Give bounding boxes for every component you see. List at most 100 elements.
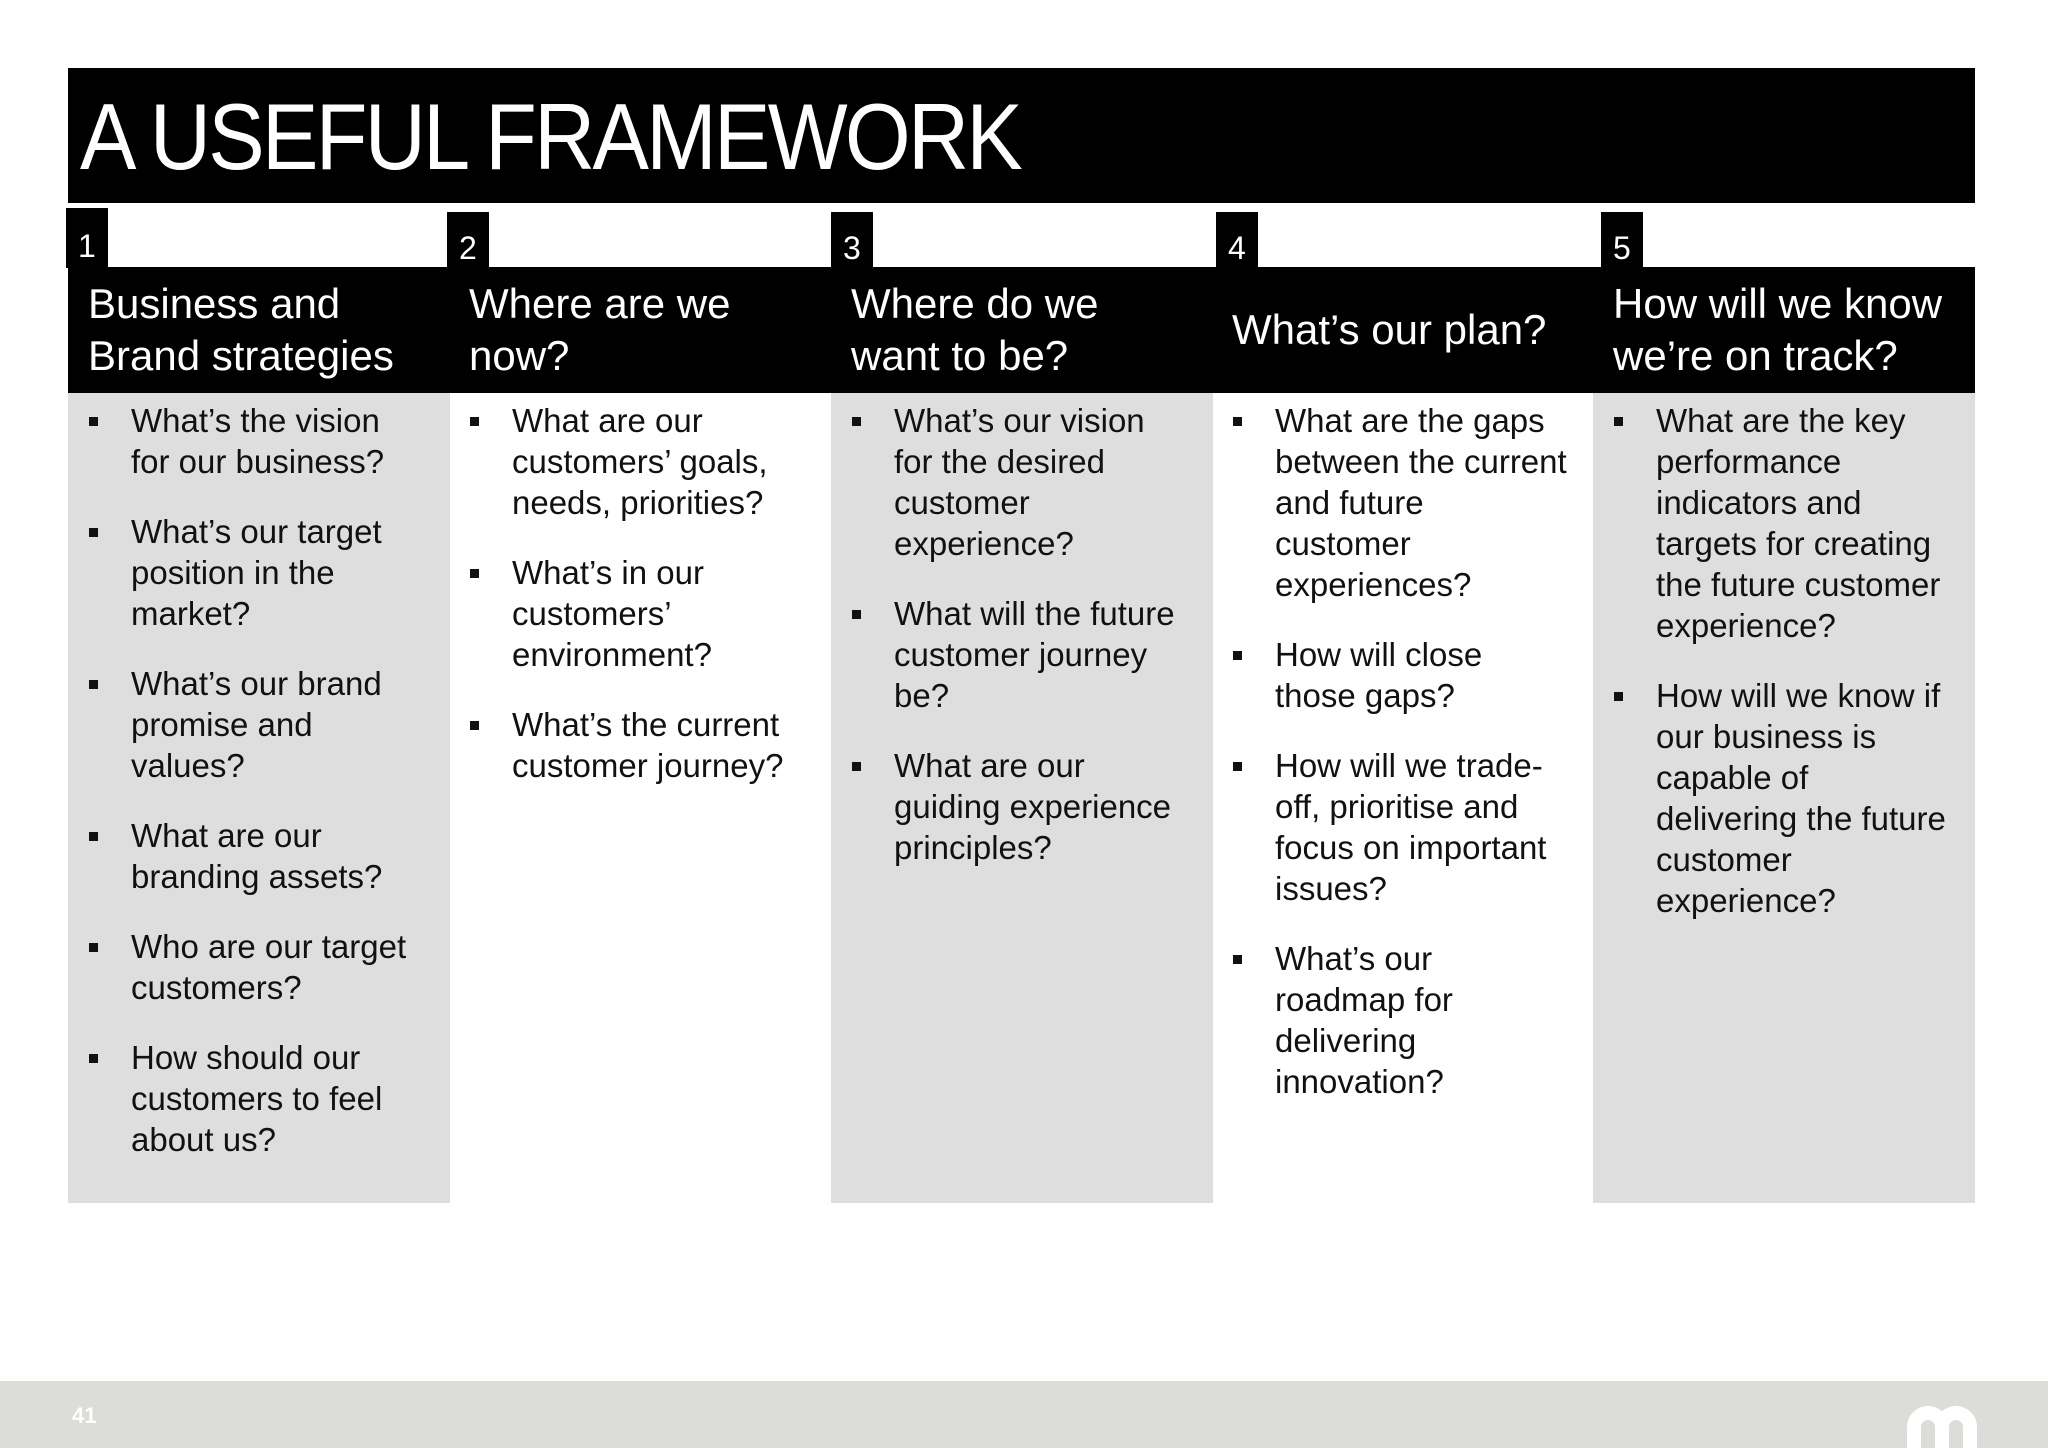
- bullet-item: What’s in our customers’ environment?: [449, 552, 831, 675]
- bullet-line: environment?: [512, 636, 712, 673]
- bullet-line: the future customer: [1656, 566, 1941, 603]
- bullet-line: Who are our target: [131, 928, 407, 965]
- step-number-tab-1: 1: [66, 208, 108, 268]
- step-number-tab-4: 4: [1216, 212, 1258, 267]
- bullet-line: branding assets?: [131, 858, 383, 895]
- bullet-item: What are our branding assets?: [68, 815, 450, 897]
- bullet-line: customer: [1656, 841, 1792, 878]
- bullet-line: customers?: [131, 969, 302, 1006]
- bullet-line: focus on important: [1275, 829, 1547, 866]
- bullet-line: delivering the future: [1656, 800, 1946, 837]
- column-2-bullet-list: What are our customers’ goals, needs, prio…: [449, 400, 831, 815]
- heading-line: Brand strategies: [88, 332, 394, 379]
- bullet-line: experience?: [1656, 607, 1836, 644]
- column-3-bullet-list: What’s our vision for the desired customer…: [831, 400, 1213, 897]
- bullet-item: What’s our vision for the desired customer…: [831, 400, 1213, 564]
- title-bar: A USEFUL FRAMEWORK: [68, 68, 1975, 203]
- bullet-item: What’s our brand promise and values?: [68, 663, 450, 786]
- bullet-line: targets for creating: [1656, 525, 1932, 562]
- footer: 41: [0, 1381, 2048, 1448]
- bullet-line: our business is: [1656, 718, 1877, 755]
- bullet-line: guiding experience: [894, 788, 1172, 825]
- bullet-line: capable of: [1656, 759, 1809, 796]
- bullet-line: values?: [131, 747, 245, 784]
- bullet-item: Who are our target customers?: [68, 926, 450, 1008]
- bullet-line: What’s in our: [512, 554, 704, 591]
- bullet-line: those gaps?: [1275, 677, 1455, 714]
- column-heading-text: Where do we want to be?: [851, 278, 1098, 382]
- column-heading-4: What’s our plan?: [1212, 267, 1594, 393]
- column-5-bullet-list: What are the key performance indicators an…: [1593, 400, 1975, 950]
- bullet-line: roadmap for: [1275, 981, 1453, 1018]
- bullet-line: market?: [131, 595, 251, 632]
- bullet-line: between the current: [1275, 443, 1567, 480]
- bullet-item: What are our guiding experience principles…: [831, 745, 1213, 868]
- heading-line: Where do we: [851, 280, 1099, 327]
- bullet-item: What are our customers’ goals, needs, prio…: [449, 400, 831, 523]
- bullet-line: promise and: [131, 706, 313, 743]
- bullet-line: experiences?: [1275, 566, 1472, 603]
- step-number: 1: [78, 228, 96, 264]
- bullet-line: principles?: [894, 829, 1052, 866]
- bullet-line: What’s our brand: [131, 665, 382, 702]
- column-heading-text: Where are we now?: [469, 278, 730, 382]
- column-3-background: [831, 393, 1213, 1203]
- bullet-line: customer: [894, 484, 1030, 521]
- bullet-item: How will we know if our business is capabl…: [1593, 675, 1975, 921]
- bullet-line: customers to feel: [131, 1080, 383, 1117]
- bullet-line: for the desired: [894, 443, 1105, 480]
- heading-line: What’s our plan?: [1232, 306, 1547, 353]
- bullet-line: delivering: [1275, 1022, 1417, 1059]
- bullet-line: for our business?: [131, 443, 385, 480]
- bullet-line: What’s the current: [512, 706, 780, 743]
- column-4-bullet-list: What are the gaps between the current and …: [1212, 400, 1594, 1131]
- bullet-line: What are our: [894, 747, 1085, 784]
- bullet-line: performance: [1656, 443, 1842, 480]
- step-number: 3: [843, 230, 861, 266]
- bullet-line: customers’: [512, 595, 672, 632]
- bullet-line: needs, priorities?: [512, 484, 764, 521]
- step-number: 5: [1613, 230, 1631, 266]
- bullet-line: How will close: [1275, 636, 1483, 673]
- bullet-line: What will the future: [894, 595, 1175, 632]
- header-bar: [68, 267, 1975, 393]
- step-number-tab-3: 3: [831, 212, 873, 267]
- column-heading-3: Where do we want to be?: [831, 267, 1213, 393]
- bullet-line: How will we trade-: [1275, 747, 1543, 784]
- step-number: 4: [1228, 230, 1246, 266]
- bullet-item: What are the key performance indicators an…: [1593, 400, 1975, 646]
- column-heading-text: What’s our plan?: [1232, 304, 1546, 356]
- column-5-background: [1593, 393, 1975, 1203]
- column-1-background: [68, 393, 450, 1203]
- bullet-item: How will we trade-off, prioritise and foc…: [1212, 745, 1594, 909]
- heading-line: Where are we: [469, 280, 731, 327]
- bullet-item: How will close those gaps?: [1212, 634, 1594, 716]
- step-number: 2: [459, 230, 477, 266]
- step-number-tab-2: 2: [447, 212, 489, 267]
- bullet-line: How should our: [131, 1039, 361, 1076]
- heading-line: want to be?: [851, 332, 1069, 379]
- bullet-line: indicators and: [1656, 484, 1862, 521]
- heading-line: now?: [469, 332, 570, 379]
- bullet-line: customer: [1275, 525, 1411, 562]
- bullet-line: What are our: [131, 817, 322, 854]
- bullet-line: What are the key: [1656, 402, 1906, 439]
- bullet-line: What are our: [512, 402, 703, 439]
- bullet-line: What are the gaps: [1275, 402, 1545, 439]
- bullet-line: customers’ goals,: [512, 443, 768, 480]
- step-number-tab-5: 5: [1601, 212, 1643, 267]
- bullet-line: be?: [894, 677, 950, 714]
- bullet-line: off, prioritise and: [1275, 788, 1519, 825]
- bullet-line: and future: [1275, 484, 1424, 521]
- bullet-line: What’s our vision: [894, 402, 1145, 439]
- heading-line: Business and: [88, 280, 341, 327]
- bullet-line: How will we know if: [1656, 677, 1941, 714]
- page-title: A USEFUL FRAMEWORK: [80, 84, 1023, 189]
